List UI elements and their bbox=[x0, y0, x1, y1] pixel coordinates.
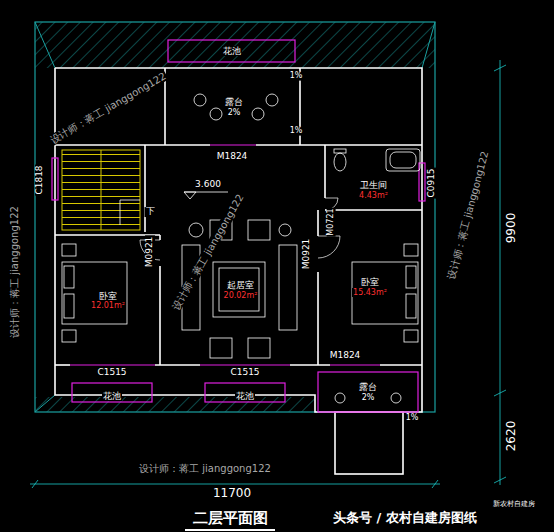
room-name: 花池 bbox=[222, 46, 242, 56]
room-name: 露台 bbox=[224, 97, 244, 107]
door-code: M0921 bbox=[302, 238, 312, 271]
room-name: 露台 bbox=[358, 382, 378, 392]
bath-fixtures bbox=[334, 149, 420, 171]
drawing-title: 二层平面图 bbox=[192, 510, 269, 527]
furniture bbox=[62, 94, 418, 403]
room-note: 15.43m² bbox=[352, 288, 388, 297]
room-note: 12.01m² bbox=[90, 301, 126, 310]
room-note: 花池 bbox=[235, 391, 255, 401]
slope-mark: 1% bbox=[289, 72, 304, 81]
planter-box: 花池 bbox=[168, 40, 295, 62]
bathroom: 卫生间4.43m² bbox=[326, 172, 421, 208]
window-code: C1818 bbox=[35, 164, 45, 195]
eave-hatch bbox=[35, 397, 315, 412]
door-code: M1824 bbox=[329, 351, 362, 361]
room-name: 卫生间 bbox=[359, 180, 388, 190]
level-mark bbox=[184, 192, 228, 199]
roof-ridge bbox=[422, 22, 435, 68]
room-note: 4.43m² bbox=[358, 191, 389, 200]
door-code: M1824 bbox=[216, 152, 249, 162]
room-name: C1515 bbox=[229, 367, 260, 377]
room-note: 2% bbox=[227, 108, 242, 117]
room-name: 卧室 bbox=[98, 291, 118, 301]
watermark: 设计师：蒋工 jianggong122 bbox=[445, 149, 490, 281]
planter-window: C1515 花池 bbox=[72, 367, 152, 401]
stair-arrow bbox=[120, 200, 140, 225]
dimension-text: 2620 bbox=[505, 420, 518, 453]
room-note: 花池 bbox=[102, 391, 122, 401]
title-underline bbox=[185, 529, 275, 531]
window-code: C0915 bbox=[427, 167, 437, 198]
dimension-text: 11700 bbox=[212, 487, 252, 500]
roof-ridge bbox=[35, 395, 55, 412]
level-text: 3.600 bbox=[194, 180, 222, 190]
dimension-lines bbox=[30, 60, 506, 488]
walls bbox=[55, 68, 422, 474]
stair bbox=[62, 150, 140, 230]
bedroom: 卧室12.01m² bbox=[58, 238, 158, 363]
room-name: 卧室 bbox=[360, 277, 380, 287]
watermark: 设计师：蒋工 jianggong122 bbox=[9, 205, 20, 339]
terrace-room: 露台2% bbox=[170, 72, 298, 142]
door-code: M0721 bbox=[327, 207, 336, 236]
terrace-room: 露台2% bbox=[319, 373, 417, 411]
windows bbox=[52, 40, 425, 412]
stair-mark: 下 bbox=[145, 207, 156, 217]
room-name: C1515 bbox=[96, 367, 127, 377]
slope-mark: 1% bbox=[405, 414, 420, 423]
dimension-text: 9900 bbox=[505, 212, 518, 245]
roof-hatch bbox=[35, 22, 435, 68]
slope-mark: 1% bbox=[289, 127, 304, 136]
roof-ridge bbox=[35, 22, 55, 68]
source-caption: 头条号 / 农村自建房图纸 bbox=[332, 511, 478, 525]
planter-window: C1515 花池 bbox=[205, 367, 285, 401]
roof-outline bbox=[35, 22, 435, 412]
logo-text: 新农村自建房 bbox=[492, 501, 536, 509]
stair-rail bbox=[101, 150, 102, 230]
room-note: 20.02m² bbox=[223, 291, 259, 300]
watermark: 设计师：蒋工 jianggong122 bbox=[47, 70, 168, 146]
watermark: 设计师：蒋工 jianggong122 bbox=[138, 463, 272, 474]
room-note: 2% bbox=[361, 393, 376, 402]
door-code: M0921 bbox=[145, 236, 155, 269]
room-name: 起居室 bbox=[226, 280, 255, 290]
